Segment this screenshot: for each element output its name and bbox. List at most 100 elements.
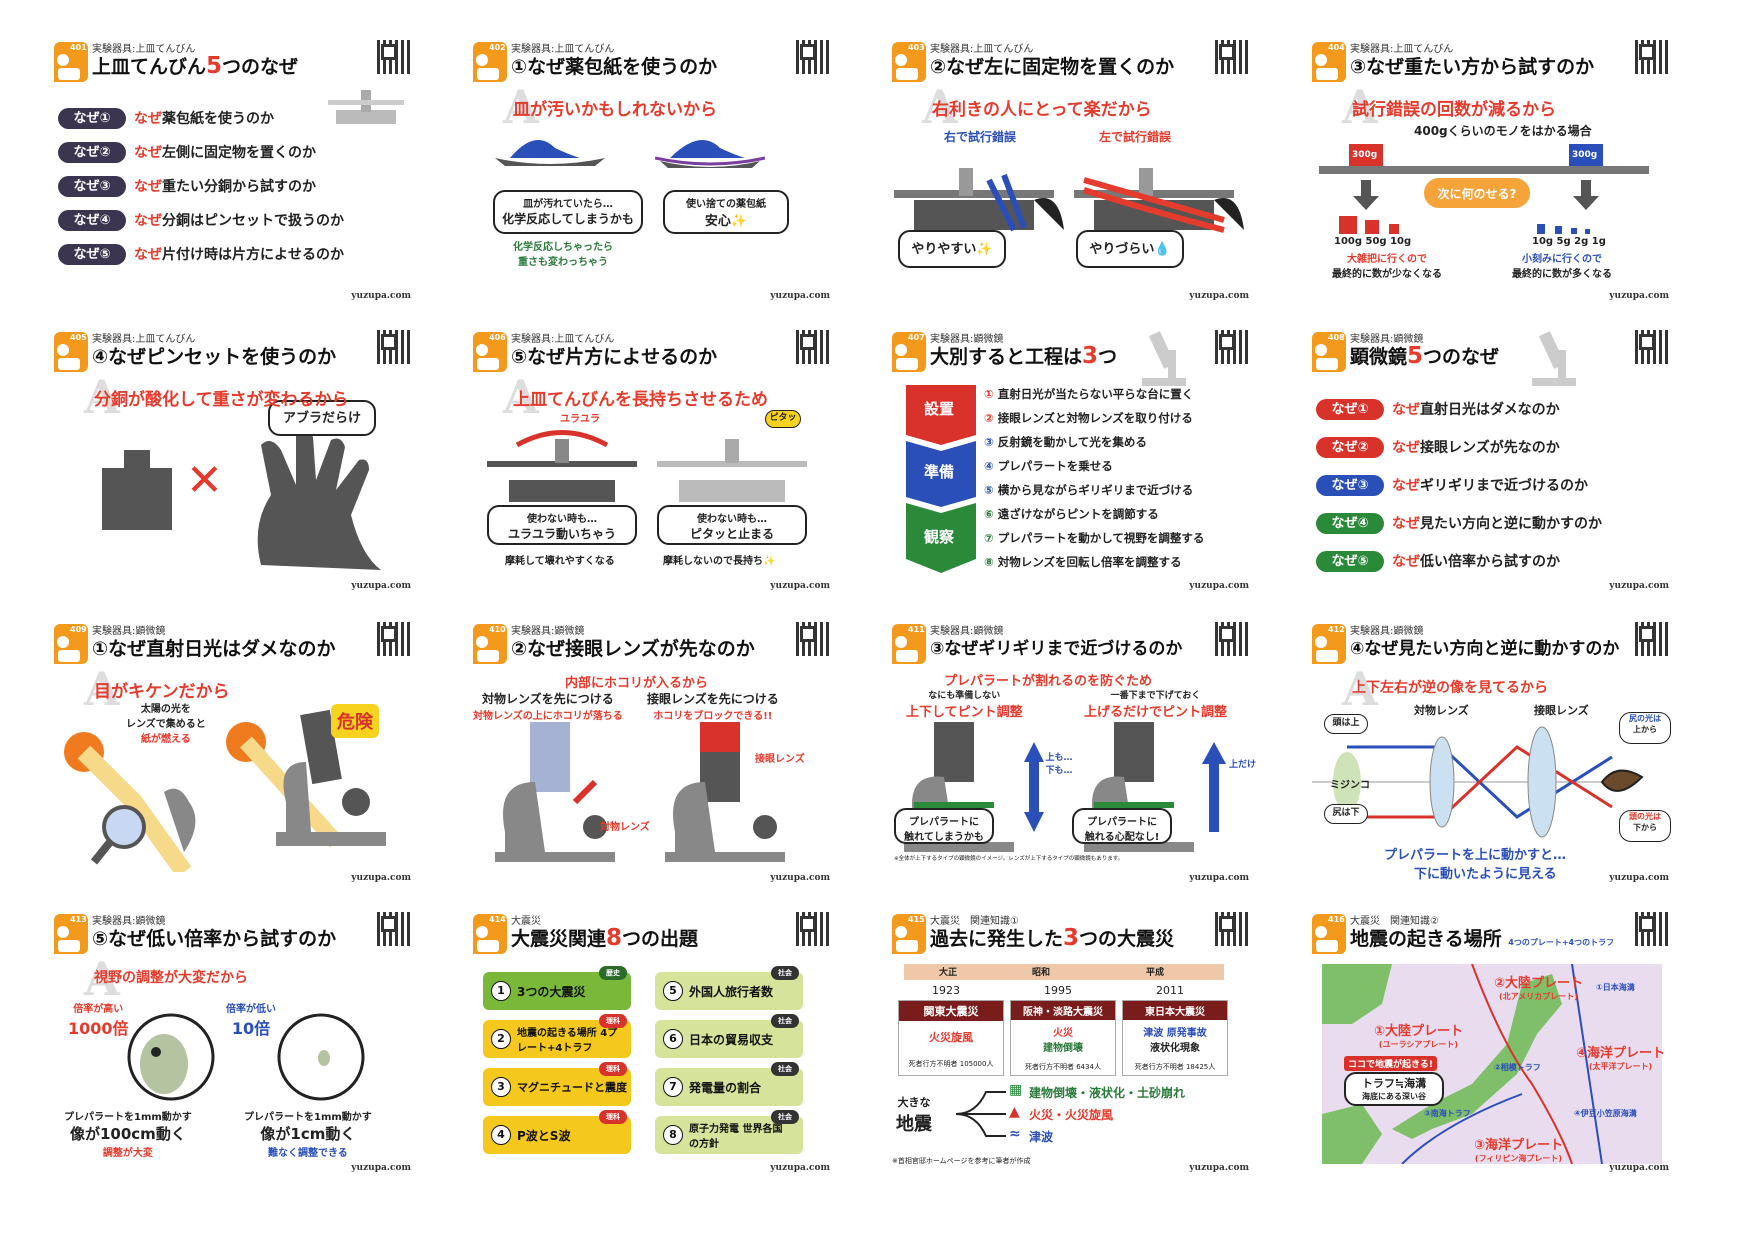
building-icon: ▦ bbox=[1009, 1082, 1023, 1098]
footer-url[interactable]: yuzupa.com bbox=[1189, 291, 1249, 301]
step-7: ⑦ プレパラートを動かして視野を調整する bbox=[984, 531, 1205, 545]
footer-url[interactable]: yuzupa.com bbox=[351, 873, 411, 883]
card-header: 403 実験器具:上皿てんびん ②なぜ左に固定物を置くのか bbox=[892, 40, 1251, 90]
qr-code-icon[interactable] bbox=[377, 40, 411, 74]
card-403: 403 実験器具:上皿てんびん ②なぜ左に固定物を置くのか A 右利きの人にとっ… bbox=[884, 40, 1259, 305]
card-subtitle: 実験器具:顕微鏡 bbox=[1350, 334, 1424, 345]
lesson-badge: 413 bbox=[54, 914, 88, 954]
answer-text: 内部にホコリが入るから bbox=[565, 676, 709, 691]
card-title: ②なぜ接眼レンズが先なのか bbox=[511, 638, 755, 660]
footer-url[interactable]: yuzupa.com bbox=[1189, 1163, 1249, 1173]
qr-code-icon[interactable] bbox=[1635, 330, 1669, 364]
lesson-badge: 411 bbox=[892, 624, 926, 664]
microscope-icon bbox=[1532, 331, 1576, 386]
speech-bubble: アブラだらけ bbox=[268, 400, 376, 436]
trough-3-label: ③南海トラフ bbox=[1424, 1109, 1471, 1118]
card-title: ④なぜ見たい方向と逆に動かすのか bbox=[1350, 639, 1620, 659]
card-title: ②なぜ左に固定物を置くのか bbox=[930, 56, 1175, 78]
footer-url[interactable]: yuzupa.com bbox=[770, 1163, 830, 1173]
trough-2-label: ②相模トラフ bbox=[1494, 1063, 1541, 1072]
era-heisei: 平成 bbox=[1146, 968, 1165, 978]
card-404: 404 実験器具:上皿てんびん ③なぜ重たい方から試すのか A 試行錯誤の回数が… bbox=[1304, 40, 1679, 305]
qr-code-icon[interactable] bbox=[796, 40, 830, 74]
footer-url[interactable]: yuzupa.com bbox=[770, 581, 830, 591]
caption-green: 化学反応しちゃったら重さも変わっちゃう bbox=[513, 242, 613, 268]
group-setup: 設置 bbox=[924, 400, 955, 418]
answer-text: 分銅が酸化して重さが変わるから bbox=[94, 390, 349, 410]
qr-code-icon[interactable] bbox=[796, 330, 830, 364]
footer-url[interactable]: yuzupa.com bbox=[770, 873, 830, 883]
tail-light-bubble: 尻の光は上から bbox=[1619, 712, 1671, 744]
footer-url[interactable]: yuzupa.com bbox=[1609, 873, 1669, 883]
weight-label-left: 300g bbox=[1352, 150, 1378, 160]
footer-url[interactable]: yuzupa.com bbox=[1189, 581, 1249, 591]
right-heading: 一番下まで下げておく上げるだけでピント調整 bbox=[1084, 691, 1228, 720]
quake-box-3: 東日本大震災津波 原発事故液状化現象死者行方不明者 18425人 bbox=[1122, 1000, 1228, 1076]
lesson-badge: 402 bbox=[473, 42, 507, 82]
qr-code-icon[interactable] bbox=[1635, 912, 1669, 946]
speech-bubble-1: プレパラートに触れてしまうかも bbox=[894, 808, 994, 844]
footer-url[interactable]: yuzupa.com bbox=[770, 291, 830, 301]
plate-1-label: ①大陸プレート(ユーラシアプレート) bbox=[1374, 1024, 1464, 1049]
qr-code-icon[interactable] bbox=[796, 622, 830, 656]
head-light-bubble: 頭の光は下から bbox=[1619, 810, 1671, 842]
plate-3-label: ③海洋プレート(フィリピン海プレート) bbox=[1474, 1138, 1564, 1163]
card-subtitle: 大震災 関連知識① bbox=[930, 916, 1019, 927]
answer-text: プレパラートが割れるのを防ぐため bbox=[944, 674, 1153, 689]
footer-url[interactable]: yuzupa.com bbox=[1189, 873, 1249, 883]
answer-text: 右利きの人にとって楽だから bbox=[932, 100, 1152, 120]
danger-badge: 危険 bbox=[331, 704, 379, 738]
oily-hand-icon bbox=[257, 431, 381, 570]
footer-url[interactable]: yuzupa.com bbox=[351, 581, 411, 591]
updown-label: 上も…下も… bbox=[1045, 753, 1073, 776]
card-title: 大震災関連8つの出題 bbox=[511, 925, 699, 951]
qr-code-icon[interactable] bbox=[1215, 622, 1249, 656]
card-title: ⑤なぜ低い倍率から試すのか bbox=[92, 928, 337, 950]
plate-4-label: ④海洋プレート(太平洋プレート) bbox=[1576, 1046, 1666, 1071]
lesson-badge: 404 bbox=[1312, 42, 1346, 82]
card-title: 大別すると工程は3つ bbox=[930, 343, 1118, 369]
effect-collapse: 建物倒壊・液状化・土砂崩れ bbox=[1029, 1086, 1186, 1100]
footer-url[interactable]: yuzupa.com bbox=[1609, 1163, 1669, 1173]
footer-url[interactable]: yuzupa.com bbox=[1609, 581, 1669, 591]
card-header: 405 実験器具:上皿てんびん ④なぜピンセットを使うのか bbox=[54, 330, 413, 380]
uponly-label: 上だけ bbox=[1229, 760, 1257, 770]
qr-code-icon[interactable] bbox=[377, 330, 411, 364]
qr-code-icon[interactable] bbox=[1635, 40, 1669, 74]
qr-code-icon[interactable] bbox=[1635, 622, 1669, 656]
note-text: ※首相官邸ホームページを参考に筆者が作成 bbox=[892, 1157, 1031, 1165]
qr-code-icon[interactable] bbox=[1215, 912, 1249, 946]
eyepiece-lens-label: 接眼レンズ bbox=[1534, 704, 1589, 717]
footer-url[interactable]: yuzupa.com bbox=[351, 291, 411, 301]
answer-a-icon: A bbox=[1342, 80, 1378, 134]
step-6: ⑥ 遠ざけながらピントを調節する bbox=[984, 507, 1159, 521]
right-weights-label: 10g 5g 2g 1g bbox=[1532, 236, 1606, 247]
card-title: ③なぜ重たい方から試すのか bbox=[1350, 56, 1595, 78]
qr-code-icon[interactable] bbox=[796, 912, 830, 946]
microscope-icon bbox=[1142, 331, 1186, 386]
qr-code-icon[interactable] bbox=[377, 912, 411, 946]
qr-code-icon[interactable] bbox=[1215, 330, 1249, 364]
card-header: 411 実験器具:顕微鏡 ③なぜギリギリまで近づけるのか bbox=[892, 622, 1251, 672]
lesson-badge: 401 bbox=[54, 42, 88, 82]
low-result: プレパラートを1mm動かす像が1cm動く難なく調整できる bbox=[244, 1112, 372, 1159]
card-header: 407 実験器具:顕微鏡 大別すると工程は3つ bbox=[892, 330, 1251, 380]
qr-code-icon[interactable] bbox=[377, 622, 411, 656]
card-title: ①なぜ直射日光はダメなのか bbox=[92, 638, 336, 660]
qr-code-icon[interactable] bbox=[1215, 40, 1249, 74]
year-2011: 2011 bbox=[1156, 984, 1184, 997]
footer-url[interactable]: yuzupa.com bbox=[1609, 291, 1669, 301]
process-groups bbox=[906, 385, 976, 573]
answer-text: 目がキケンだから bbox=[94, 682, 230, 702]
footer-url[interactable]: yuzupa.com bbox=[351, 1163, 411, 1173]
lesson-badge: 410 bbox=[473, 624, 507, 664]
